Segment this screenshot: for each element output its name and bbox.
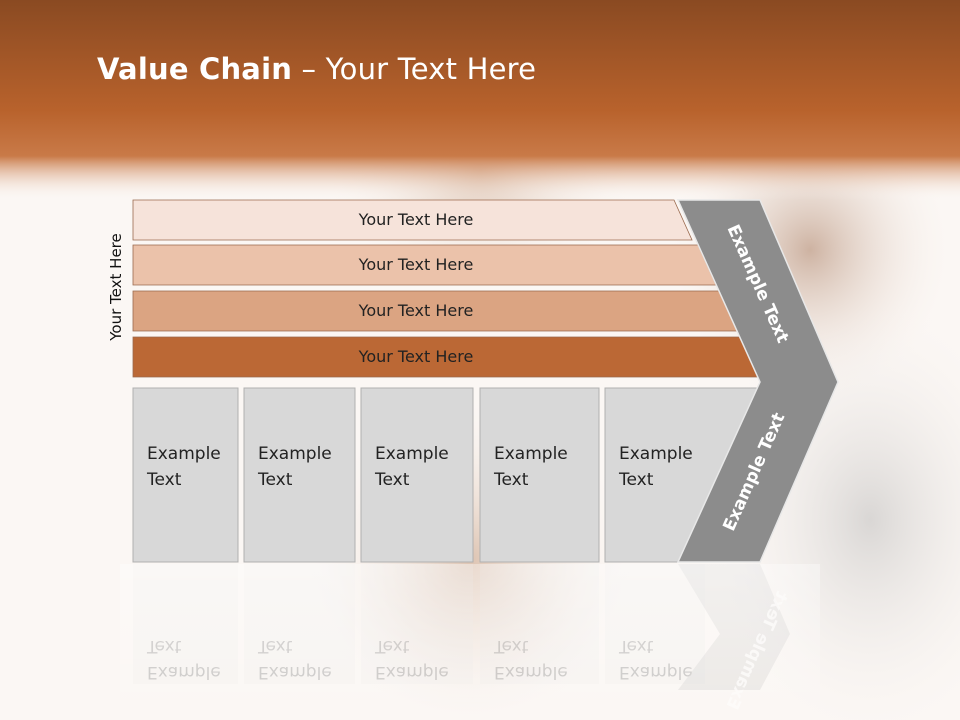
bar-label-4: Your Text Here — [358, 347, 474, 366]
example-box-2-line2: Text — [257, 470, 293, 490]
example-box-3-line2: Text — [374, 470, 410, 490]
example-box-1-line2: Text — [146, 470, 182, 490]
side-label: Your Text Here — [107, 233, 125, 341]
example-box-1 — [132, 387, 239, 563]
example-box-4 — [479, 387, 600, 563]
example-box-4-line1: Example — [494, 444, 568, 464]
slide-title-bold: Value Chain — [97, 52, 293, 86]
example-box-1-line1: Example — [147, 444, 221, 464]
example-box-2-line1: Example — [258, 444, 332, 464]
reflection-fade — [120, 564, 820, 720]
bar-1 — [132, 199, 693, 241]
example-box-2 — [243, 387, 356, 563]
example-box-5-line1: Example — [619, 444, 693, 464]
example-box-3-line1: Example — [375, 444, 449, 464]
example-box-4-line2: Text — [493, 470, 529, 490]
chevron-arrow — [676, 199, 839, 563]
slide-title-rest: – Your Text Here — [292, 52, 537, 86]
example-box-3 — [360, 387, 474, 563]
bar-label-3: Your Text Here — [358, 301, 474, 320]
bar-label-1: Your Text Here — [358, 210, 474, 229]
example-box-5-line2: Text — [618, 470, 654, 490]
bar-label-2: Your Text Here — [358, 255, 474, 274]
header-band — [0, 0, 960, 200]
slide-title: Value Chain – Your Text Here — [97, 52, 536, 86]
